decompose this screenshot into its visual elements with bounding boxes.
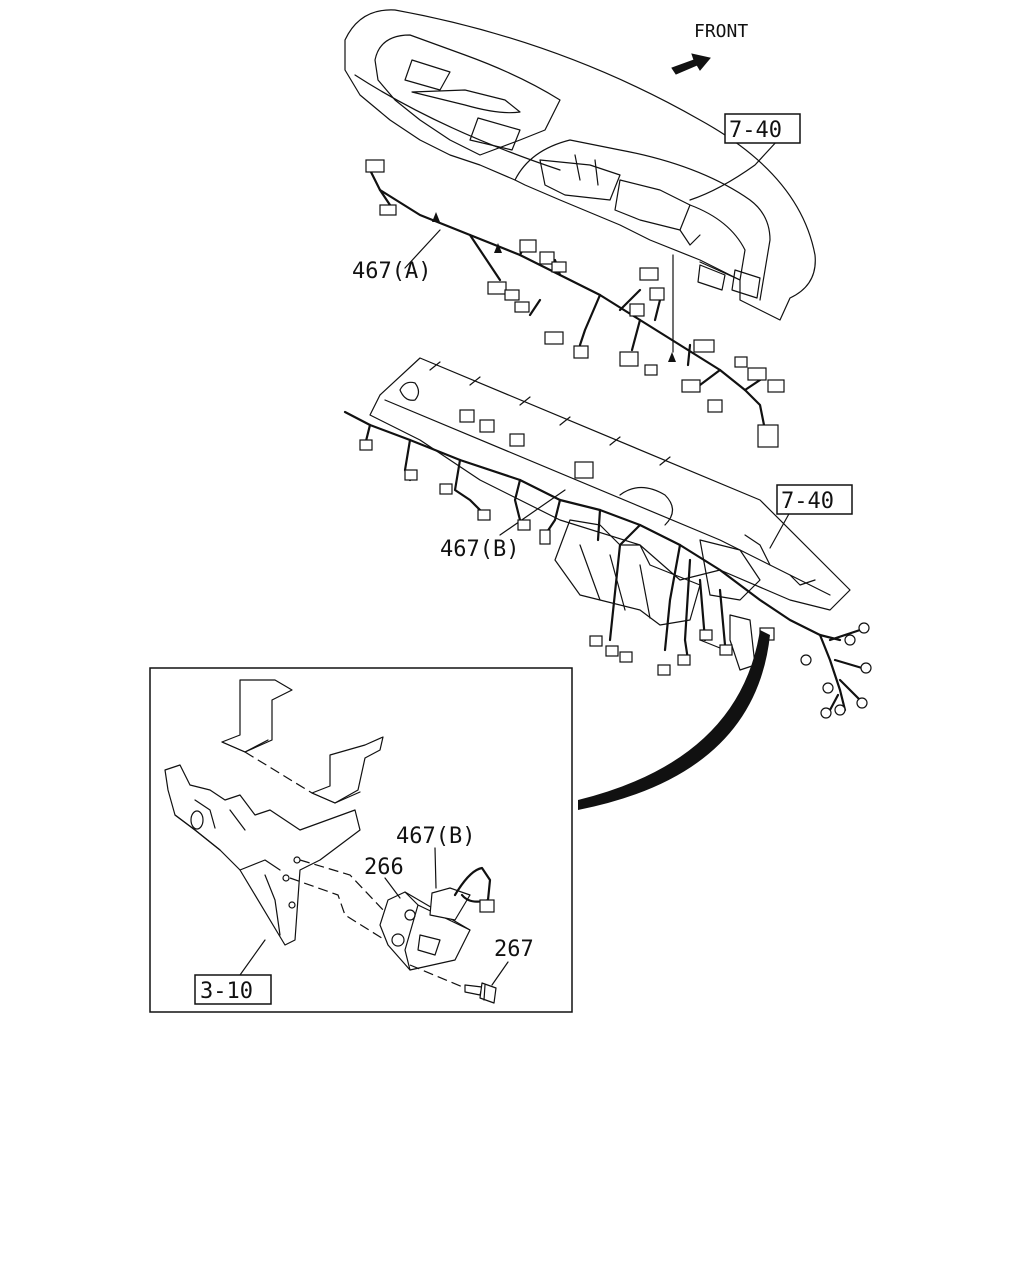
connector (681, 379, 701, 393)
ref-label-7-40-top: 7-40 (729, 118, 782, 143)
part-label-467b-inset: 467(B) (396, 824, 475, 849)
connector (693, 339, 715, 353)
connector (589, 635, 603, 647)
connector (707, 399, 723, 413)
connector (574, 461, 594, 479)
leader-266 (384, 877, 401, 899)
connector (479, 899, 495, 913)
connector (644, 364, 658, 376)
leader-467a (404, 229, 441, 269)
connector (517, 519, 531, 531)
front-arrow-icon (671, 53, 711, 75)
leader-267 (491, 961, 509, 986)
connector (856, 697, 868, 709)
connector (820, 707, 832, 719)
connector (439, 483, 453, 495)
connector (514, 301, 530, 313)
connector (629, 303, 645, 317)
connector (479, 419, 495, 433)
part-label-467b-main: 467(B) (440, 537, 519, 562)
connector (365, 159, 385, 173)
ref-box-7-40-top (724, 113, 801, 144)
wiring-harness-467a (365, 159, 785, 448)
leader-467b-inset (434, 847, 437, 889)
detail-callout-arc (578, 630, 770, 810)
connector (822, 682, 834, 694)
connector (573, 345, 589, 359)
connector (734, 356, 748, 368)
connector (860, 662, 872, 674)
leader-7-40-mid (769, 511, 791, 549)
detail-inset (149, 667, 573, 1013)
ref-label-3-10: 3-10 (200, 979, 253, 1004)
front-direction-indicator: FRONT (671, 21, 748, 75)
connector (359, 439, 373, 451)
connector (404, 469, 418, 481)
mount-line (409, 964, 466, 989)
connector (619, 351, 639, 367)
part-label-266: 266 (364, 855, 404, 880)
connector (657, 664, 671, 676)
connector (379, 204, 397, 216)
module-266 (379, 891, 471, 971)
leader-7-40-top (689, 139, 779, 201)
connector-467b-inset (429, 866, 495, 921)
part-label-267: 267 (494, 937, 534, 962)
connector (757, 424, 779, 448)
connector (605, 645, 619, 657)
connector (509, 433, 525, 447)
connector (767, 379, 785, 393)
connector (719, 644, 733, 656)
connector (539, 529, 551, 545)
mount-line (289, 877, 386, 941)
dashboard-panel (344, 9, 816, 321)
part-label-467a: 467(A) (352, 259, 431, 284)
connector (747, 367, 767, 381)
connector (477, 509, 491, 521)
wiring-harness-467b (343, 409, 872, 719)
connector (800, 654, 812, 666)
connector (519, 239, 537, 253)
connector (834, 704, 846, 716)
connector (699, 629, 713, 641)
mount-line (299, 859, 386, 913)
inset-frame (149, 667, 573, 1013)
connector (677, 654, 691, 666)
ref-label-7-40-mid: 7-40 (781, 489, 834, 514)
connector (539, 251, 555, 265)
connector (504, 289, 520, 301)
ref-box-7-40-mid (776, 484, 853, 515)
connector (844, 634, 856, 646)
connector (619, 651, 633, 663)
connector (649, 287, 665, 301)
connector (551, 261, 567, 273)
front-label: FRONT (694, 21, 748, 42)
connector (639, 267, 659, 281)
connector (459, 409, 475, 423)
ref-box-3-10 (194, 974, 272, 1005)
bracket-3-10 (164, 679, 384, 946)
connector (858, 622, 870, 634)
bolt-267 (464, 982, 497, 1004)
connector (487, 281, 507, 295)
connector (544, 331, 564, 345)
leader-3-10 (239, 939, 266, 976)
